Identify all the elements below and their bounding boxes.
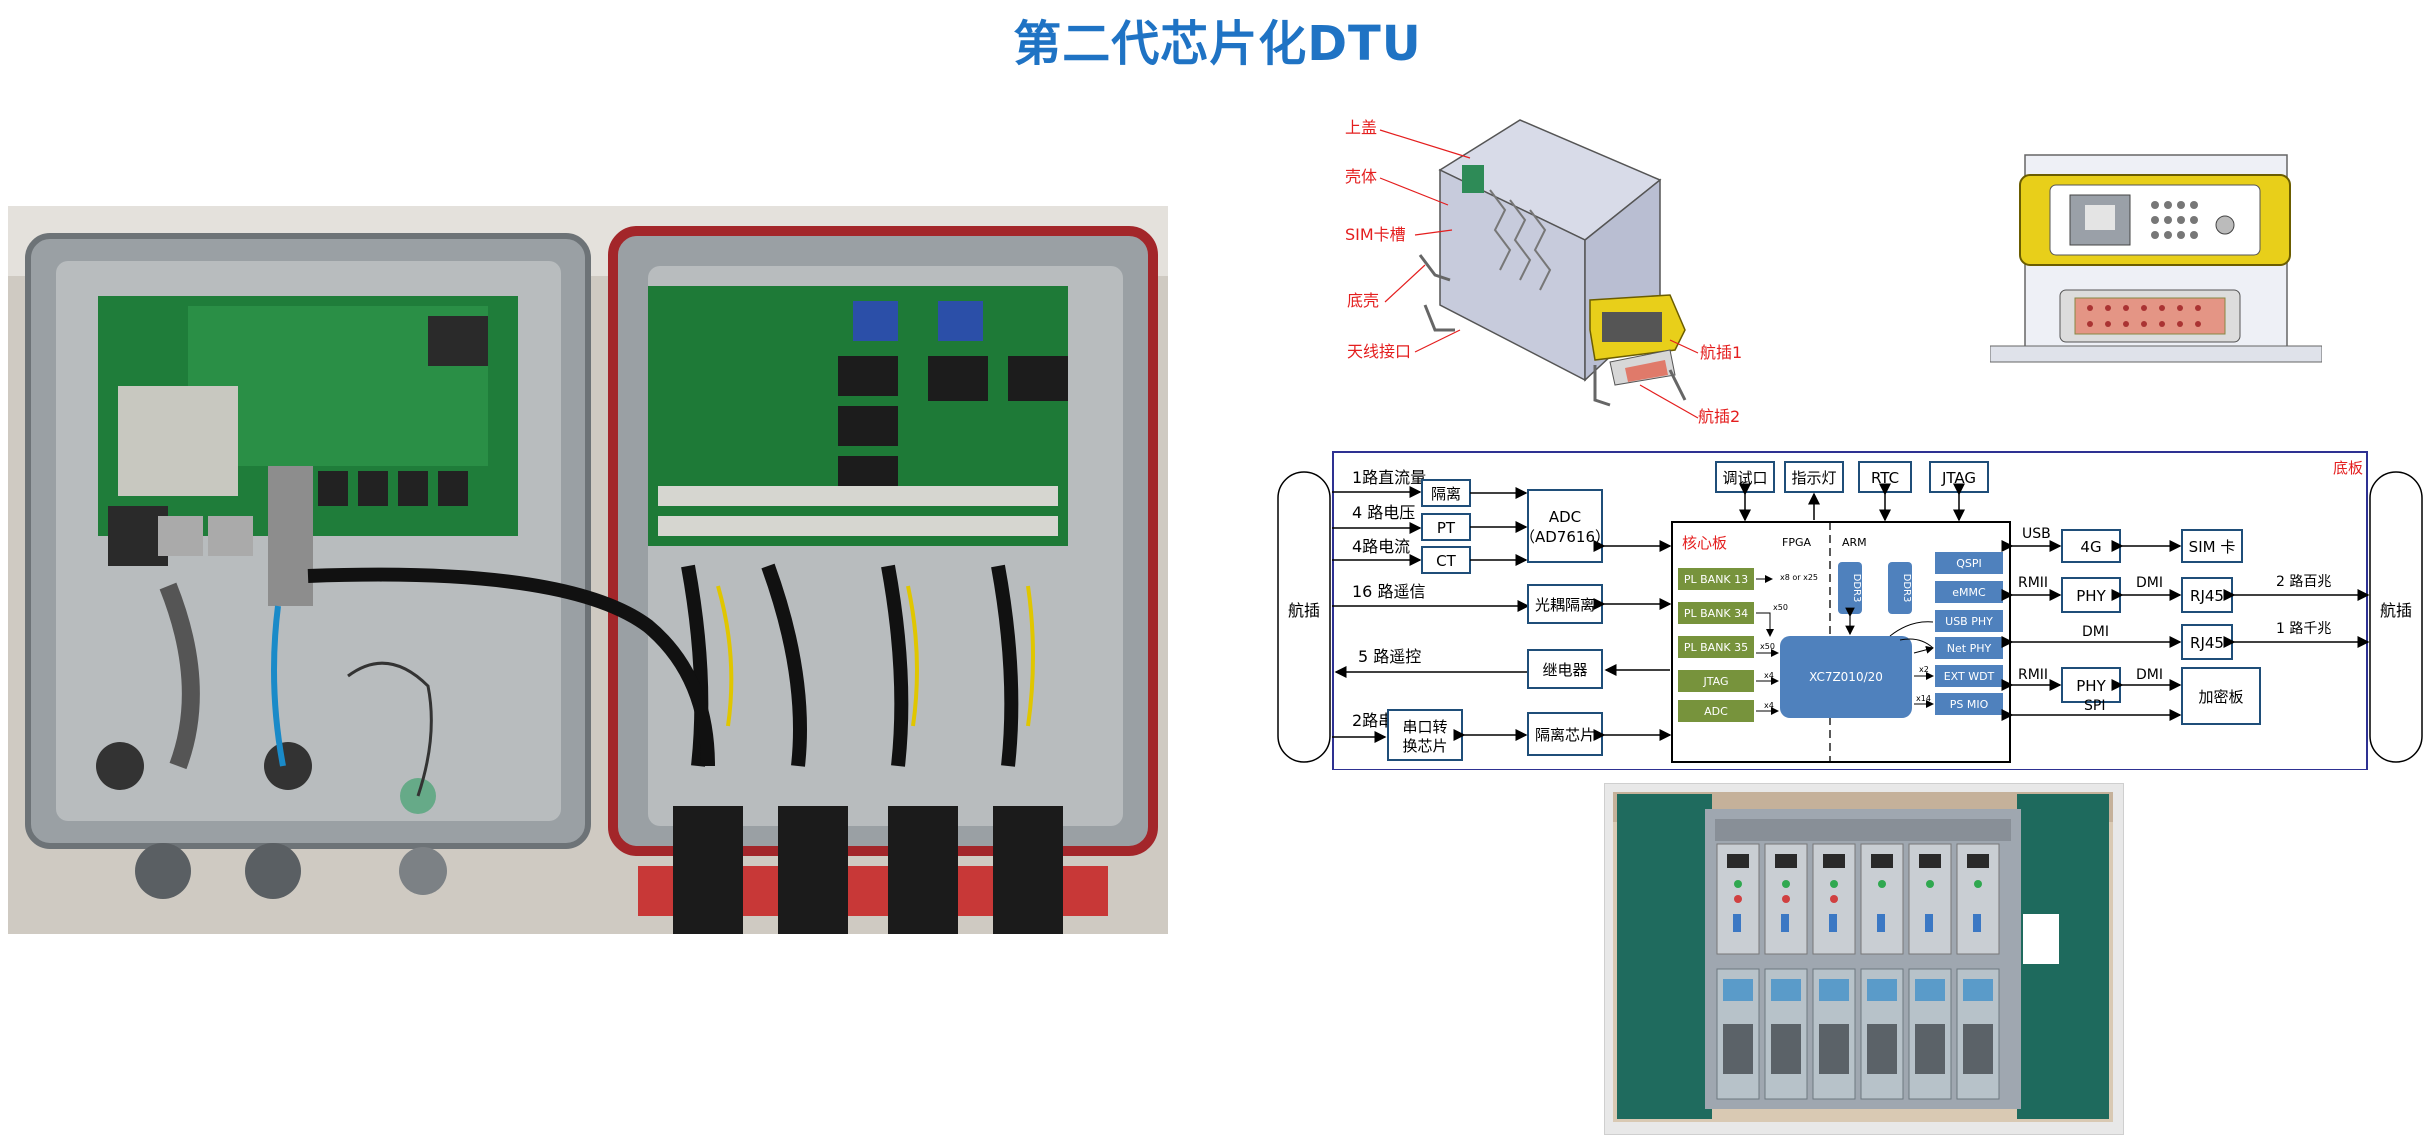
label-shell: 壳体 [1345, 167, 1377, 186]
bus-x50-b: x50 [1760, 642, 1775, 651]
ddr3-a: DDR3 [1851, 574, 1862, 603]
pl-bank-13: PL BANK 13 [1684, 573, 1748, 586]
phy-block-1: PHY [2076, 587, 2106, 605]
block-adc: ADC [1549, 508, 1581, 526]
label-top-cover: 上盖 [1345, 118, 1377, 137]
input-remote-control: 5 路遥控 [1358, 647, 1421, 666]
indicator-block: 指示灯 [1791, 469, 1836, 487]
connector-face-drawing [1989, 150, 2323, 368]
bus-x14: x14 [1916, 694, 1931, 703]
base-board-label: 底板 [2333, 459, 2363, 477]
block-optocoupler: 光耦隔离 [1535, 596, 1595, 614]
enclosure-drawing: 上盖 壳体 SIM卡槽 底壳 天线接口 航插1 航插2 [1340, 100, 1760, 440]
block-uart-line1: 串口转 [1402, 718, 1447, 736]
qspi-block: QSPI [1956, 557, 1982, 570]
crypto-board-block: 加密板 [2198, 688, 2243, 706]
debug-port-block: 调试口 [1722, 469, 1767, 487]
emmc-block: eMMC [1952, 586, 1986, 599]
pl-jtag: JTAG [1703, 675, 1729, 688]
left-connector-label: 航插 [1288, 601, 1320, 620]
net-phy-block: Net PHY [1947, 642, 1992, 655]
bus-rmii-1: RMII [2018, 575, 2048, 591]
soc-block [1780, 636, 1912, 718]
label-aviation-plug-1: 航插1 [1700, 343, 1742, 362]
bus-dmi-3: DMI [2136, 667, 2163, 683]
bus-x50-a: x50 [1773, 603, 1788, 612]
block-uart-line2: 换芯片 [1402, 737, 1447, 755]
input-voltage: 4 路电压 [1352, 503, 1415, 522]
usb-phy-block: USB PHY [1945, 615, 1993, 628]
ps-mio-block: PS MIO [1950, 698, 1989, 711]
bus-x4-b: x4 [1764, 701, 1774, 710]
page-title: 第二代芯片化DTU [1013, 16, 1422, 72]
block-isolation-chip: 隔离芯片 [1535, 726, 1595, 744]
bus-dmi-1: DMI [2136, 575, 2163, 591]
bus-spi: SPI [2084, 698, 2105, 714]
bus-x8-x25: x8 or x25 [1780, 573, 1818, 582]
pl-adc: ADC [1704, 705, 1728, 718]
input-current: 4路电流 [1352, 537, 1410, 556]
ddr3-b: DDR3 [1901, 574, 1912, 603]
switchgear-cabinet-photo [1604, 783, 2124, 1135]
output-eth-1000m: 1 路千兆 [2276, 621, 2331, 637]
pl-bank-34: PL BANK 34 [1684, 607, 1748, 620]
lte-block: 4G [2080, 538, 2101, 556]
phy-block-2: PHY [2076, 677, 2106, 695]
bus-usb: USB [2022, 526, 2051, 542]
block-adc-model: （AD7616） [1520, 528, 1610, 546]
block-relay: 继电器 [1542, 661, 1587, 679]
label-bottom-shell: 底壳 [1347, 291, 1379, 310]
block-isolation: 隔离 [1431, 485, 1461, 503]
block-ct: CT [1436, 552, 1456, 570]
label-aviation-plug-2: 航插2 [1698, 407, 1740, 426]
label-antenna: 天线接口 [1347, 342, 1411, 361]
bus-x2: x2 [1919, 665, 1929, 674]
pl-bank-35: PL BANK 35 [1684, 641, 1748, 654]
right-connector-label: 航插 [2380, 601, 2412, 620]
fpga-label: FPGA [1782, 536, 1811, 549]
bus-rmii-2: RMII [2018, 667, 2048, 683]
jtag-top-block: JTAG [1941, 469, 1976, 487]
arm-label: ARM [1842, 536, 1867, 549]
output-eth-100m: 2 路百兆 [2276, 574, 2331, 590]
dtu-board-photo [8, 206, 1168, 934]
label-sim-slot: SIM卡槽 [1345, 225, 1406, 244]
ext-wdt-block: EXT WDT [1944, 670, 1995, 683]
right-aviation-connector [2369, 471, 2423, 763]
left-aviation-connector [1277, 471, 1331, 763]
rtc-block: RTC [1871, 469, 1899, 487]
core-board-label: 核心板 [1682, 534, 1727, 552]
input-remote-signal: 16 路遥信 [1352, 582, 1425, 601]
bus-x4-a: x4 [1764, 671, 1774, 680]
block-pt: PT [1437, 519, 1456, 537]
system-block-diagram: 航插 航插 底板 1路直流量 4 路电压 4路电流 16 路遥信 5 路遥控 2… [1270, 450, 2430, 771]
soc-label: XC7Z010/20 [1809, 670, 1883, 684]
sim-block: SIM 卡 [2189, 538, 2236, 556]
bus-dmi-2: DMI [2082, 624, 2109, 640]
input-dc: 1路直流量 [1352, 468, 1426, 487]
rj45-block-1: RJ45 [2190, 587, 2224, 605]
rj45-block-2: RJ45 [2190, 634, 2224, 652]
